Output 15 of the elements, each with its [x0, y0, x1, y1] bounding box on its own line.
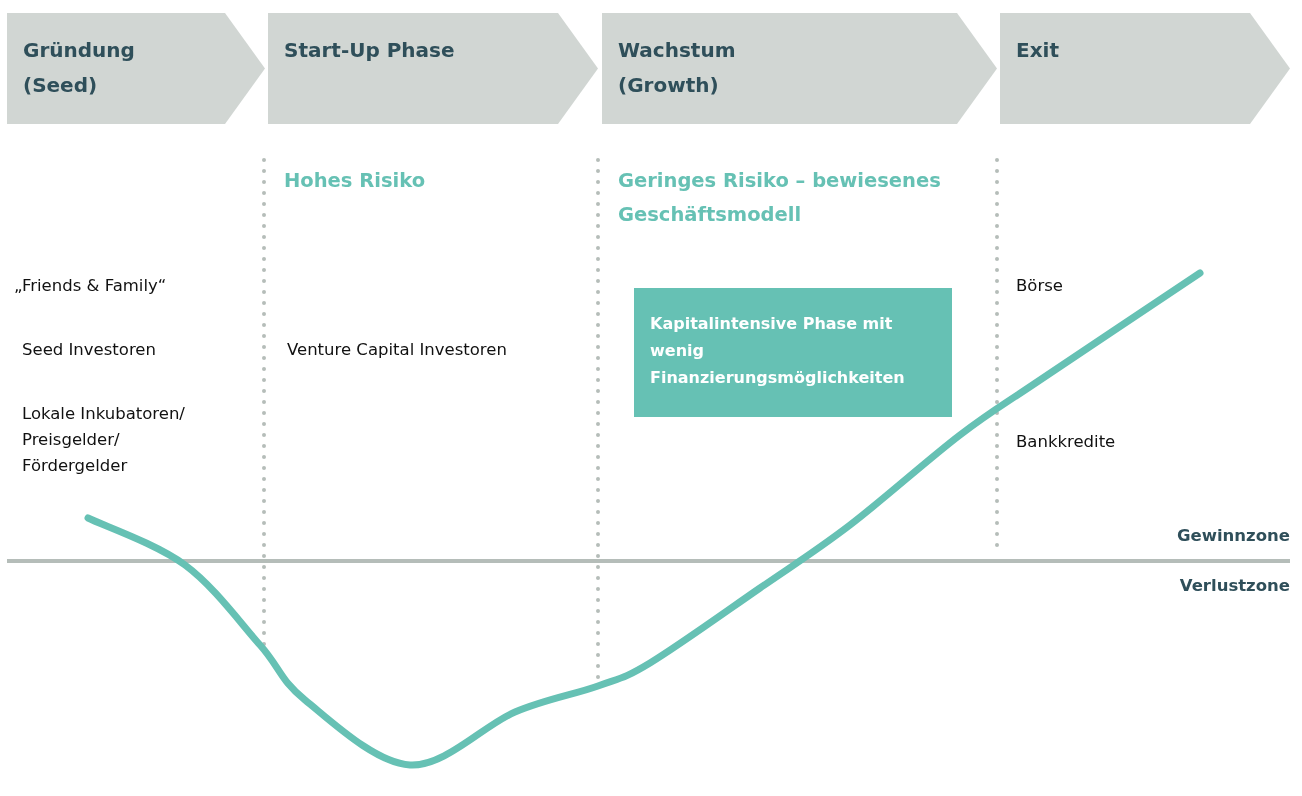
phase-header: Start-Up Phase	[268, 13, 598, 124]
phase-header: Exit	[1000, 13, 1290, 124]
funding-source: Bankkredite	[1016, 431, 1117, 453]
phase-header: Wachstum (Growth)	[602, 13, 997, 124]
zone-label: Gewinnzone	[1176, 525, 1290, 547]
funding-source: Börse	[1016, 275, 1064, 297]
phase-header: Gründung (Seed)	[7, 13, 265, 124]
zone-label: Verlustzone	[1178, 575, 1290, 597]
funding-source: Venture Capital Investoren	[287, 339, 508, 361]
funding-source: Lokale Inkubatoren/ Preisgelder/ Fördergelder	[22, 403, 186, 477]
risk-heading: Hohes Risiko	[284, 168, 427, 194]
funding-source: Seed Investoren	[22, 339, 157, 361]
callout-box: Kapitalintensive Phase mit wenig Finanzierungsmöglichkeiten	[634, 288, 952, 417]
funding-source: „Friends & Family“	[14, 275, 168, 297]
risk-heading: Geringes Risiko – bewiesenes Geschäftsmodell	[618, 168, 942, 228]
